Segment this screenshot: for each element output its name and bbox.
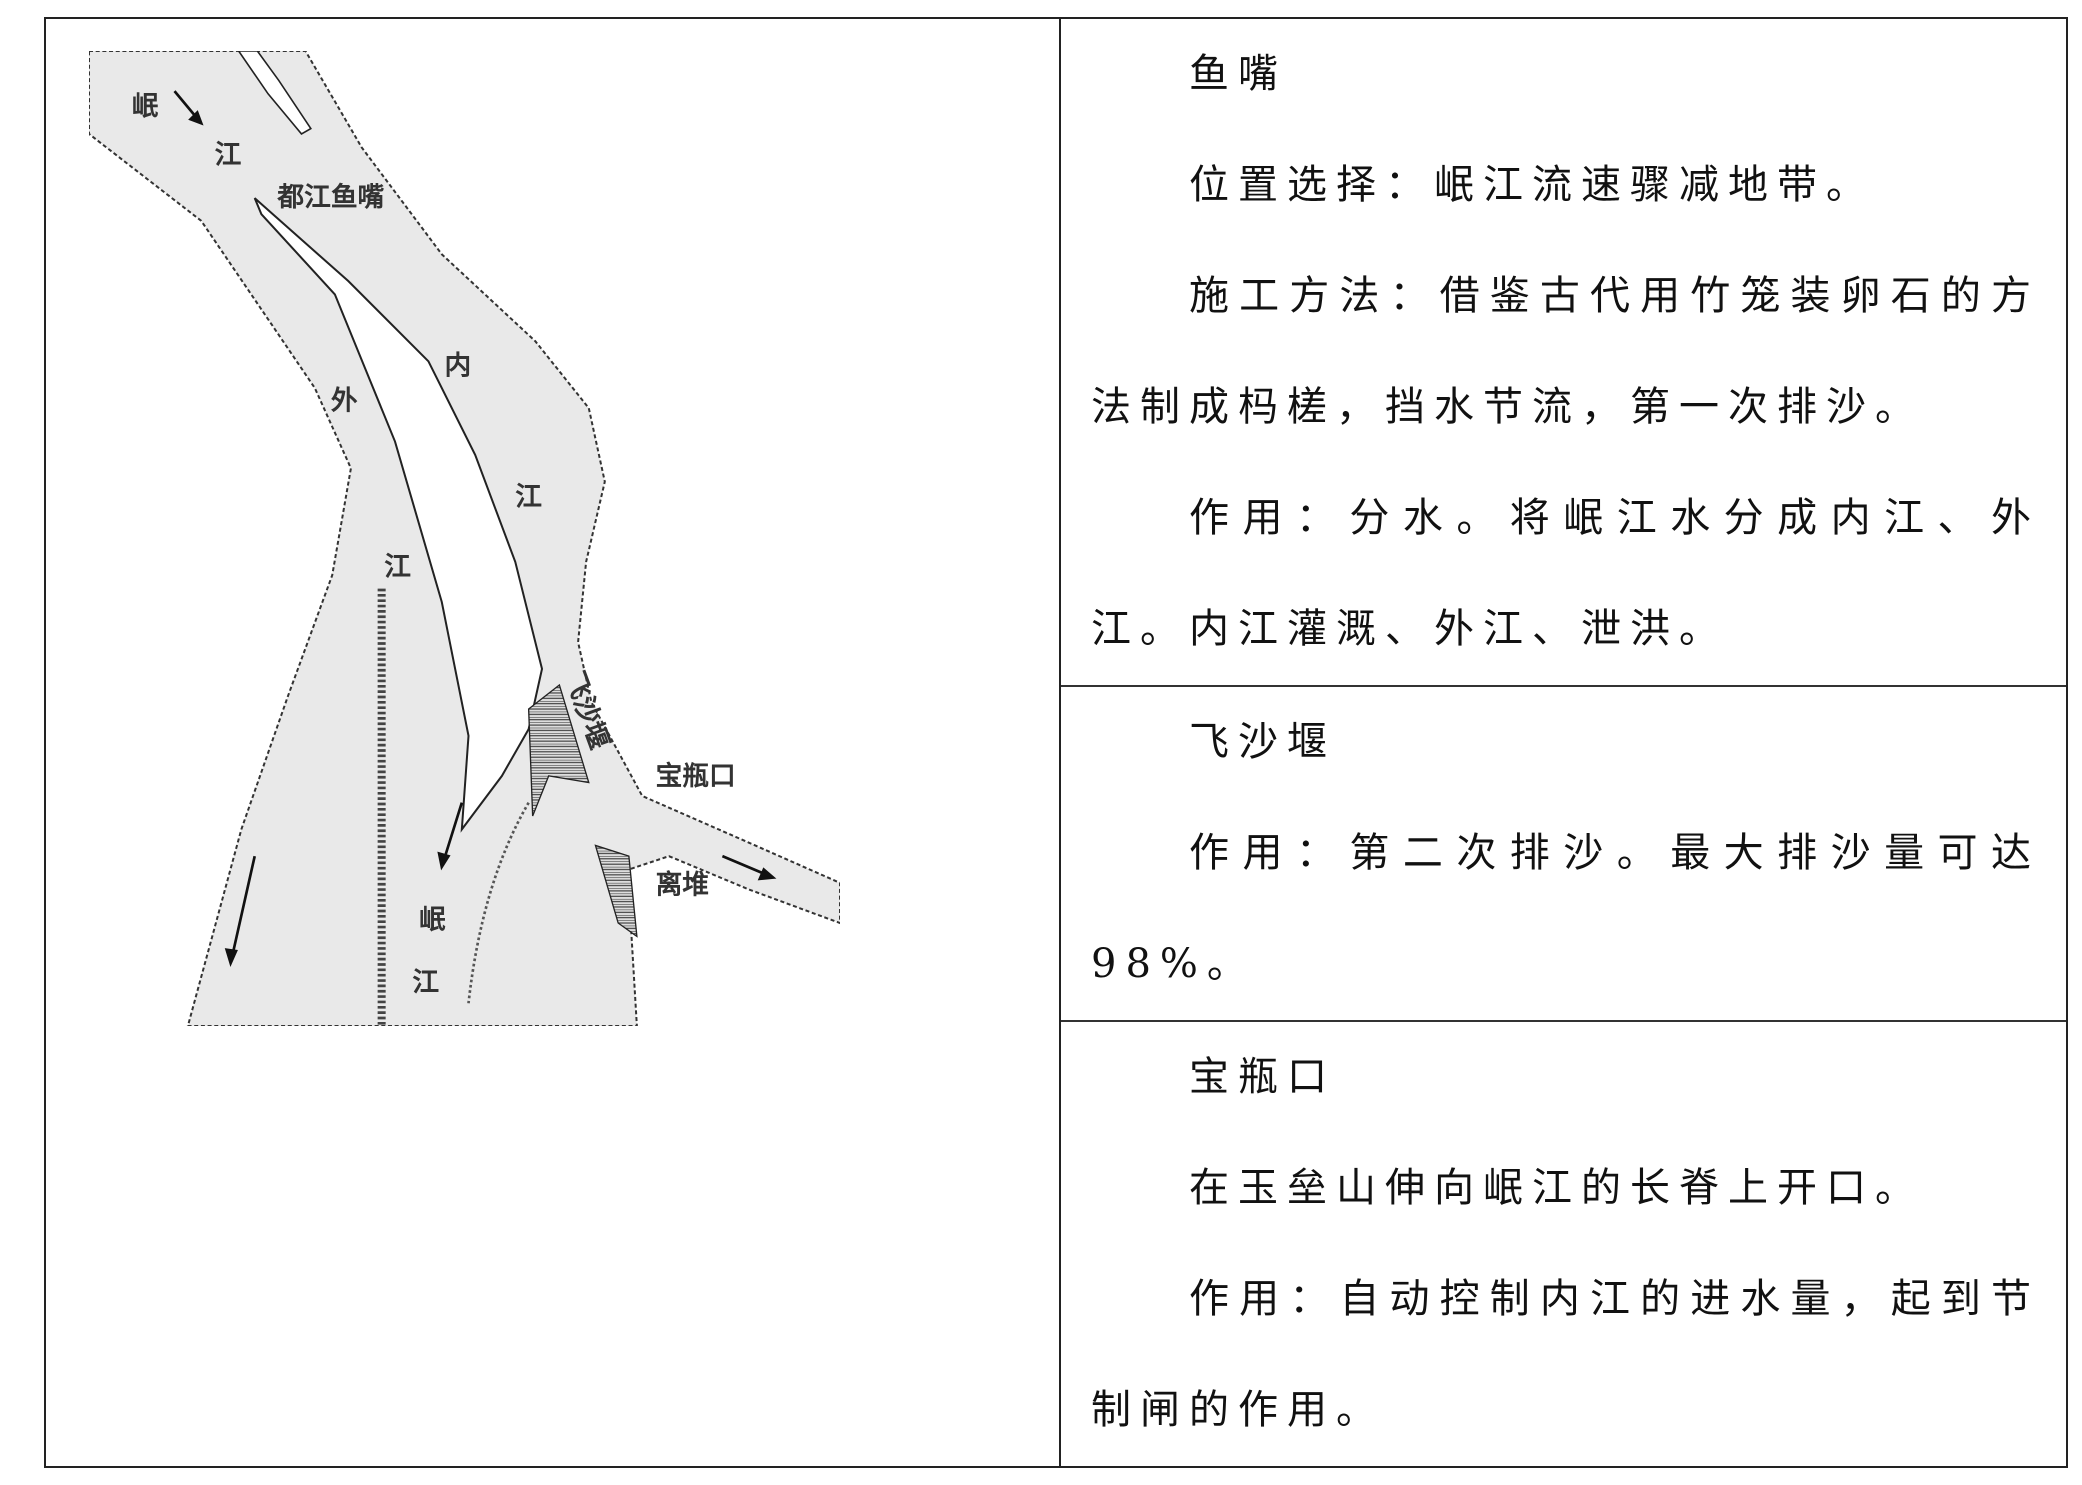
section-paragraph: 作用：自动控制内江的进水量，起到节制闸的作用。 <box>1091 1276 2040 1433</box>
info-table: 岷 江 都江鱼嘴 外 内 江 江 飞沙堰 宝瓶口 离堆 岷 江 鱼嘴 位置选择：… <box>44 17 2068 1468</box>
flow-arrow-icon <box>224 855 257 967</box>
lidui-hatch <box>594 844 638 938</box>
map-label: 江 <box>515 482 542 513</box>
section-baopingkou: 宝瓶口 在玉垒山伸向岷江的长脊上开口。 作用：自动控制内江的进水量，起到节制闸的… <box>1061 1022 2066 1466</box>
section-paragraph: 位置选择：岷江流速骤减地带。 <box>1189 162 1875 208</box>
map-label: 江 <box>412 967 439 998</box>
map-label: 外 <box>331 385 358 416</box>
section-title: 鱼嘴 <box>1189 51 1287 97</box>
feishayan-hatch <box>527 683 590 817</box>
section-paragraph: 作用：分水。将岷江水分成内江、外江。内江灌溉、外江、泄洪。 <box>1091 495 2040 652</box>
map-cell: 岷 江 都江鱼嘴 外 内 江 江 飞沙堰 宝瓶口 离堆 岷 江 <box>46 19 1061 1466</box>
description-column: 鱼嘴 位置选择：岷江流速骤减地带。 施工方法：借鉴古代用竹笼装卵石的方法制成杩槎… <box>1061 19 2066 1466</box>
dujiangyan-map: 岷 江 都江鱼嘴 外 内 江 江 飞沙堰 宝瓶口 离堆 岷 江 <box>89 51 840 1026</box>
map-label: 内 <box>444 351 471 382</box>
flow-arrow-icon <box>437 802 464 871</box>
section-paragraph: 作用：第二次排沙。最大排沙量可达98%。 <box>1091 830 2040 987</box>
dotted-channel <box>467 801 530 1004</box>
map-label: 岷 <box>132 91 159 122</box>
map-label: 岷 <box>419 904 446 935</box>
upper-island <box>237 51 312 135</box>
flow-arrow-icon <box>173 90 204 126</box>
section-paragraph: 在玉垒山伸向岷江的长脊上开口。 <box>1189 1165 1924 1211</box>
map-label: 江 <box>384 551 411 582</box>
section-title: 飞沙堰 <box>1189 719 1336 765</box>
section-feishayan: 飞沙堰 作用：第二次排沙。最大排沙量可达98%。 <box>1061 687 2066 1022</box>
section-yuzui: 鱼嘴 位置选择：岷江流速骤减地带。 施工方法：借鉴古代用竹笼装卵石的方法制成杩槎… <box>1061 19 2066 687</box>
central-island <box>253 197 544 833</box>
section-title: 宝瓶口 <box>1189 1054 1336 1100</box>
map-label: 都江鱼嘴 <box>276 182 384 213</box>
map-label: 离堆 <box>656 869 709 901</box>
section-paragraph: 施工方法：借鉴古代用竹笼装卵石的方法制成杩槎，挡水节流，第一次排沙。 <box>1091 273 2040 430</box>
map-label: 江 <box>215 139 242 170</box>
flow-arrow-icon <box>721 854 777 881</box>
map-label: 宝瓶口 <box>656 760 736 792</box>
